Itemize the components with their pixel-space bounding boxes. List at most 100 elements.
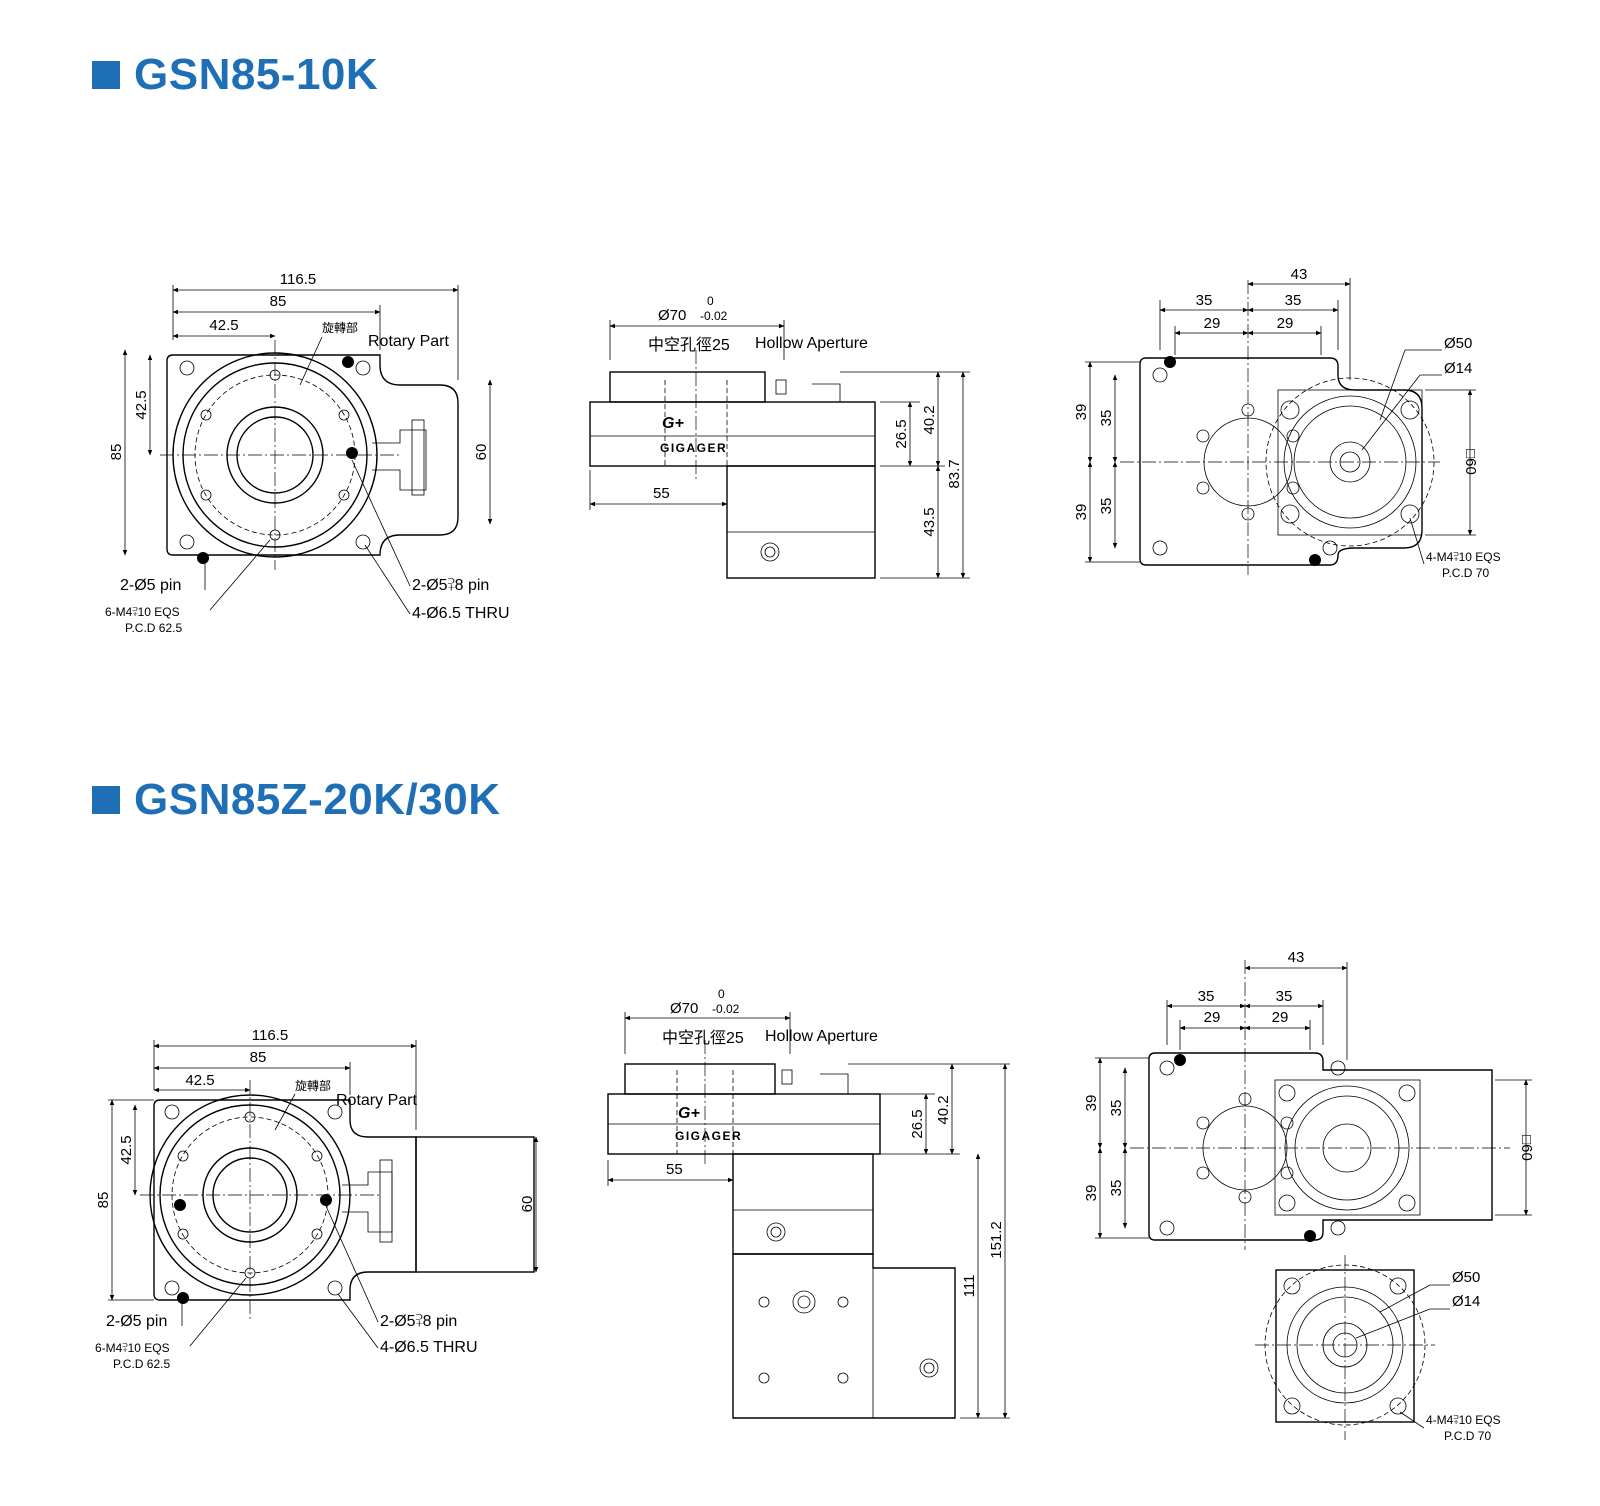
brand-logo-mark: G+	[678, 1105, 700, 1122]
dim-111: 111	[961, 1275, 978, 1298]
motor-bolt	[1280, 400, 1300, 420]
side-port-inner	[764, 546, 776, 558]
motor-flange-square	[1274, 1079, 1421, 1216]
section-title-text: GSN85Z-20K/30K	[134, 775, 501, 824]
tol-down: -0.02	[712, 1002, 740, 1016]
dim-35a: 35	[1196, 292, 1213, 309]
motor-screw	[758, 1296, 770, 1308]
dim-151-2: 151.2	[988, 1221, 1005, 1259]
rotary-label-cn: 旋轉部	[295, 1078, 331, 1093]
dim-26-5: 26.5	[909, 1109, 926, 1138]
dim-42-5: 42.5	[185, 1072, 214, 1089]
tap-hole	[1196, 429, 1210, 443]
tap-callout: 6-M4⫀10 EQS	[105, 605, 180, 619]
motor-bolt	[1400, 504, 1420, 524]
pin-marker	[174, 1199, 186, 1211]
leader-line	[364, 544, 411, 615]
dim-55: 55	[653, 485, 670, 502]
dim-43: 43	[1291, 266, 1308, 283]
top-front-view: 116.5 85 42.5 42.5 85 60 旋轉部 Rotary Part…	[105, 271, 510, 635]
tap-hole	[244, 1111, 256, 1123]
rotary-label-cn: 旋轉部	[322, 320, 358, 335]
mount-hole	[1330, 1220, 1346, 1236]
motor-bolt	[1398, 1194, 1416, 1212]
top-side-flange	[609, 371, 766, 403]
hollow-label-cn: 中空孔徑25	[648, 336, 730, 354]
leader-line	[325, 1205, 379, 1323]
side-port	[760, 542, 780, 562]
tap-hole	[1286, 429, 1300, 443]
bottom-motor-end-view: Ø50 Ø14 4-M4⫀10 EQS P.C.D 70	[1255, 1255, 1501, 1443]
side-sensor	[820, 1073, 849, 1095]
pin-marker	[177, 1292, 189, 1304]
motor-pcd-callout: P.C.D 70	[1444, 1429, 1491, 1443]
thru-callout: 4-Ø6.5 THRU	[412, 605, 510, 622]
dim-v-35a: 35	[1098, 410, 1115, 427]
leader-line	[1361, 374, 1421, 451]
leader-line	[299, 336, 323, 386]
leader-line	[1399, 1411, 1425, 1429]
mount-hole	[355, 534, 371, 550]
dim-29a: 29	[1204, 315, 1221, 332]
dim-sq60: □60	[1462, 449, 1479, 475]
bottom-back-view: 43 35 35 29 29 39 35 39 35 □60	[1083, 949, 1535, 1250]
side-port	[766, 1222, 786, 1242]
leader-line	[1379, 349, 1406, 421]
pin-callout: 2-Ø5 pin	[106, 1313, 167, 1330]
motor-bolt	[1278, 1084, 1296, 1102]
dim-26-5: 26.5	[893, 419, 910, 448]
mount-hole	[1152, 367, 1168, 383]
hollow-label-en: Hollow Aperture	[765, 1028, 878, 1045]
tap-hole	[200, 489, 212, 501]
top-side-gearbox	[726, 465, 876, 579]
pin-marker	[1174, 1054, 1186, 1066]
tap-hole	[1280, 1166, 1294, 1180]
tap-hole	[338, 409, 350, 421]
motor-port-inner	[923, 1362, 935, 1374]
sensor	[379, 1159, 393, 1243]
dim-40-2: 40.2	[935, 1095, 952, 1124]
top-front-sensor-bracket	[372, 429, 427, 491]
title-bullet-square	[92, 786, 120, 814]
motor-bolt	[1283, 1277, 1301, 1295]
pcd-callout: P.C.D 62.5	[113, 1357, 170, 1371]
bottom-side-gearbox	[732, 1153, 874, 1255]
pin8-callout: 2-Ø5⫀8 pin	[412, 577, 489, 594]
leader-line	[351, 459, 411, 587]
rotary-label-en: Rotary Part	[368, 333, 449, 350]
dim-55: 55	[666, 1161, 683, 1178]
dim-v-85: 85	[108, 444, 125, 461]
motor-port	[919, 1358, 939, 1378]
leader-line	[189, 1277, 247, 1347]
dim-43-5: 43.5	[921, 507, 938, 536]
section-title-gsn85-10k: GSN85-10K	[92, 50, 378, 100]
dim-35b: 35	[1276, 988, 1293, 1005]
pin-marker	[346, 447, 358, 459]
brand-logo-text: GIGAGER	[675, 1129, 742, 1143]
motor-screw	[758, 1372, 770, 1384]
leader-line	[1379, 1284, 1431, 1313]
mount-hole	[179, 534, 195, 550]
phi70: Ø70	[658, 307, 686, 324]
brand-logo-mark: G+	[662, 415, 684, 432]
phi50: Ø50	[1452, 1269, 1480, 1286]
tap-hole	[177, 1228, 189, 1240]
pin-marker	[320, 1194, 332, 1206]
side-sensor-tab	[781, 1069, 793, 1085]
tap-hole	[1196, 481, 1210, 495]
top-front-base-plate	[166, 354, 459, 556]
motor-plug	[792, 1290, 816, 1314]
bottom-side-view: G+ GIGAGER Ø70 0 -0.02 中空孔徑25 Hollow Ape…	[607, 987, 1010, 1419]
bottom-front-motor-block	[415, 1136, 535, 1273]
side-port-inner	[770, 1226, 782, 1238]
dim-35b: 35	[1285, 292, 1302, 309]
leader-line	[1355, 1308, 1431, 1339]
tol-up: 0	[718, 987, 725, 1001]
dim-29a: 29	[1204, 1009, 1221, 1026]
dim-v-39b: 39	[1073, 504, 1090, 521]
mount-hole	[164, 1280, 180, 1296]
mount-hole	[1159, 1060, 1175, 1076]
dim-v-60: 60	[519, 1196, 536, 1213]
phi14: Ø14	[1452, 1293, 1480, 1310]
